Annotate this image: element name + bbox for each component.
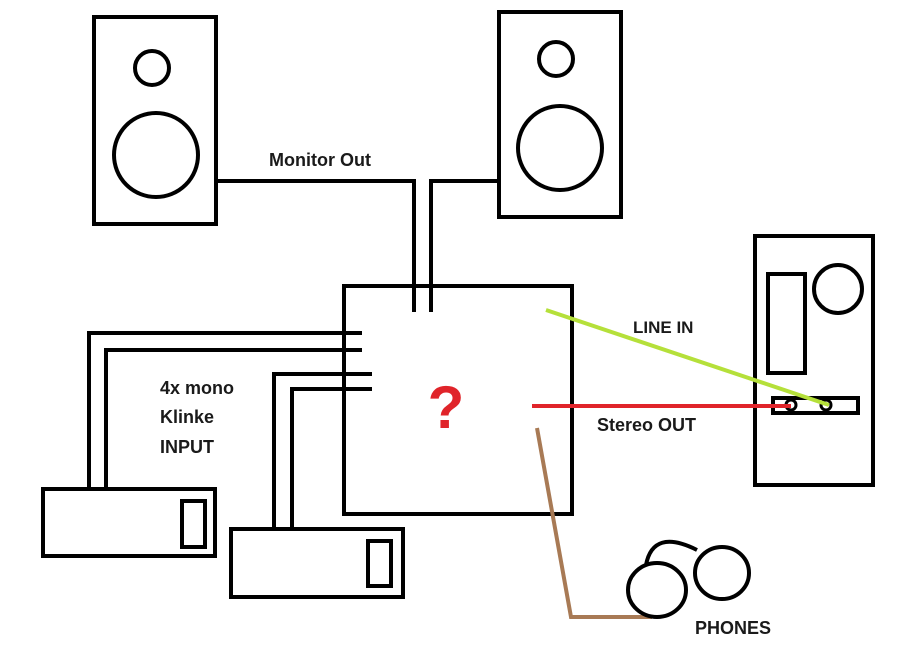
- left-monitor-speaker: [92, 15, 218, 226]
- input-label-line-2: Klinke: [160, 407, 214, 427]
- monitor-out-label: Monitor Out: [269, 150, 371, 170]
- jack-socket-right: [819, 398, 833, 412]
- input-device-2: [229, 527, 405, 599]
- question-mark: ?: [428, 374, 465, 441]
- central-device-box: [342, 284, 574, 516]
- stereo-device: [753, 234, 875, 487]
- mono-input-cables: [87, 331, 372, 529]
- input-label-line-3: INPUT: [160, 437, 214, 457]
- input-device-1: [41, 487, 217, 558]
- monitor-out-cables: [216, 179, 499, 312]
- right-monitor-speaker: [497, 10, 623, 219]
- headphones-icon: [626, 539, 751, 619]
- stereo-out-label: Stereo OUT: [597, 415, 696, 435]
- phones-label: PHONES: [695, 618, 771, 638]
- line-in-label: LINE IN: [633, 318, 693, 337]
- line-in-cable: [545, 308, 830, 407]
- phones-cable: [535, 427, 652, 619]
- input-label-line-1: 4x mono: [160, 378, 234, 398]
